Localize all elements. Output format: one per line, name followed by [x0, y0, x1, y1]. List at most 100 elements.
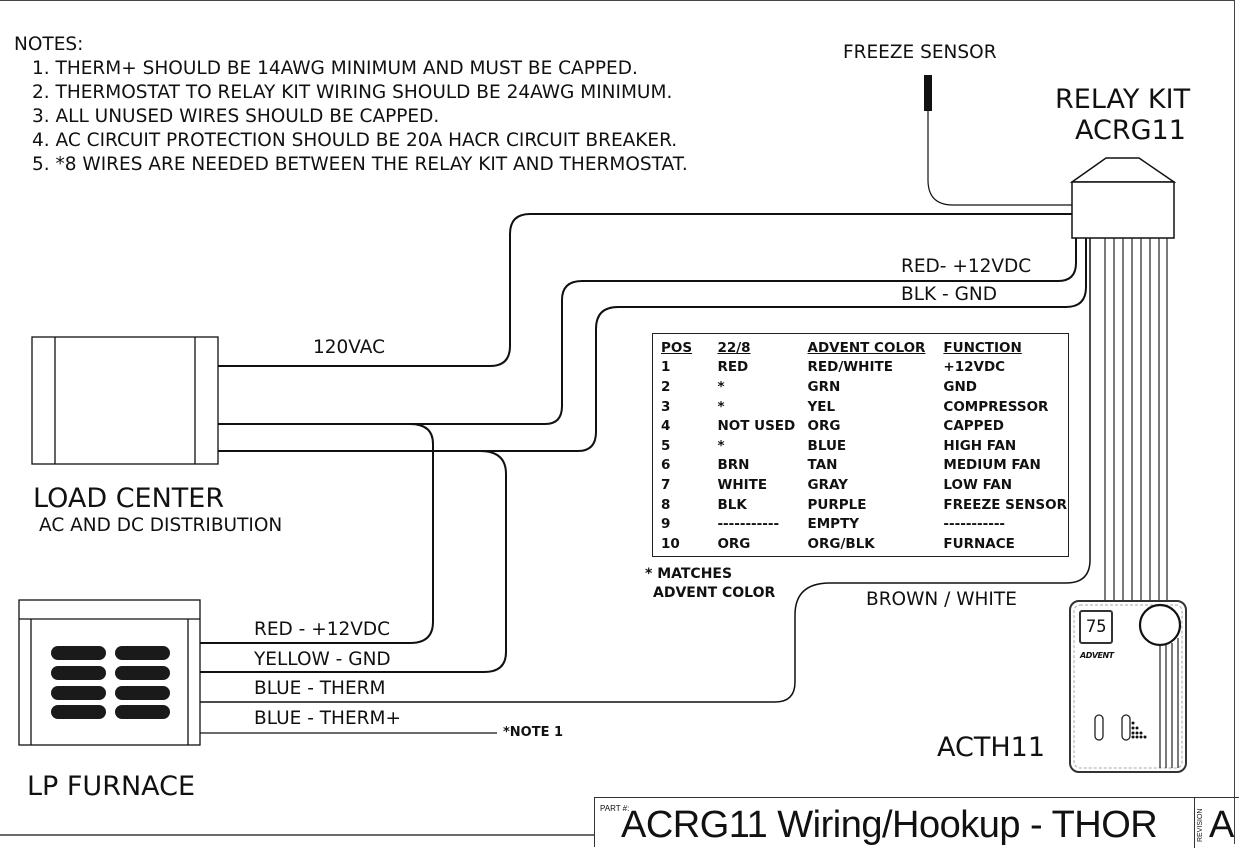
thermostat-acth11: [1069, 600, 1187, 773]
revision-value: A: [1209, 804, 1235, 846]
note-item: 5. *8 WIRES ARE NEEDED BETWEEN THE RELAY…: [32, 154, 688, 175]
cell: MEDIUM FAN: [943, 457, 1041, 474]
cell: FREEZE SENSOR: [943, 496, 1068, 513]
note-item: 1. THERM+ SHOULD BE 14AWG MINIMUM AND MU…: [32, 58, 638, 79]
mode-switch: [1094, 714, 1104, 741]
notes-header: NOTES:: [14, 34, 84, 55]
load-center-label: LOAD CENTER: [33, 483, 225, 514]
table-row: 10 ORG ORG/BLK FURNACE: [661, 534, 1068, 554]
wire-furnace-red: [200, 423, 434, 644]
table-footnote: * MATCHES ADVENT COLOR: [645, 565, 775, 603]
thermostat-display-value: 75: [1086, 617, 1107, 637]
cell: *: [717, 437, 725, 454]
fan-switch: [1121, 714, 1131, 741]
cell: WHITE: [717, 476, 768, 493]
table-row: 1 RED RED/WHITE +12VDC: [661, 358, 1068, 378]
revision-divider: [1194, 798, 1195, 848]
cell: CAPPED: [943, 418, 1004, 435]
cell: +12VDC: [943, 359, 1006, 376]
cell: -----------: [717, 516, 780, 533]
cell: NOT USED: [717, 418, 796, 435]
title-block: PART #: ACRG11 Wiring/Hookup - THOR REVI…: [594, 797, 1239, 848]
cell: RED/WHITE: [807, 359, 893, 376]
cell: GRN: [807, 378, 841, 395]
cell: *: [717, 378, 725, 395]
cell: BLUE: [807, 437, 847, 454]
wire-label-furnace-yellow: YELLOW - GND: [254, 649, 391, 670]
wire-120vac: [218, 213, 1074, 367]
cell: LOW FAN: [943, 476, 1013, 493]
relay-ribbon-wires: [1104, 238, 1168, 600]
wire-relay-blk: [218, 238, 1087, 452]
table-footnote-line1: * MATCHES: [645, 566, 733, 582]
note-item: 4. AC CIRCUIT PROTECTION SHOULD BE 20A H…: [32, 130, 678, 151]
cell: 1: [661, 359, 671, 376]
table-row: 2 * GRN GND: [661, 377, 1068, 397]
cell: -----------: [943, 516, 1006, 533]
header-22-8: 22/8: [717, 339, 751, 356]
cell: 9: [661, 516, 671, 533]
cell: EMPTY: [807, 516, 860, 533]
cell: PURPLE: [807, 496, 867, 513]
freeze-sensor-probe: [924, 75, 932, 111]
lp-furnace-label: LP FURNACE: [27, 771, 196, 802]
thermostat-label: ACTH11: [937, 732, 1045, 763]
cell: ORG: [717, 535, 751, 552]
table-row: 8 BLK PURPLE FREEZE SENSOR: [661, 495, 1068, 515]
cell: HIGH FAN: [943, 437, 1017, 454]
part-number-label: PART #:: [600, 804, 630, 813]
cell: YEL: [807, 398, 836, 415]
wire-label-brown-white: BROWN / WHITE: [866, 589, 1017, 610]
table-footnote-line2: ADVENT COLOR: [653, 585, 776, 601]
wire-color-table: POS 22/8 ADVENT COLOR FUNCTION 1 RED RED/W…: [652, 333, 1069, 557]
load-center-sublabel: AC AND DC DISTRIBUTION: [39, 515, 283, 536]
wire-blue-therm: [200, 238, 1091, 703]
wire-relay-red: [218, 238, 1077, 425]
note-item: 3. ALL UNUSED WIRES SHOULD BE CAPPED.: [32, 106, 440, 127]
wire-freeze-sensor: [927, 110, 1074, 206]
cell: 5: [661, 437, 671, 454]
thermostat-brand: ADVENT: [1080, 651, 1114, 660]
cell: 2: [661, 378, 671, 395]
relay-kit-body: [1069, 157, 1177, 239]
wire-label-blue-therm: BLUE - THERM: [254, 678, 386, 699]
cell: RED: [717, 359, 749, 376]
table-header-row: POS 22/8 ADVENT COLOR FUNCTION: [661, 338, 1068, 358]
furnace-vents: [51, 646, 170, 719]
cell: 4: [661, 418, 671, 435]
drawing-title: ACRG11 Wiring/Hookup - THOR: [621, 804, 1158, 846]
wire-label-blue-therm-plus: BLUE - THERM+: [254, 708, 401, 729]
cell: GND: [943, 378, 977, 395]
header-advent-color: ADVENT COLOR: [807, 339, 926, 356]
header-pos: POS: [661, 339, 693, 356]
table-row: 3 * YEL COMPRESSOR: [661, 397, 1068, 417]
cell: 3: [661, 398, 671, 415]
cell: COMPRESSOR: [943, 398, 1049, 415]
table-row: 9 ----------- EMPTY -----------: [661, 514, 1068, 534]
cell: 10: [661, 535, 680, 552]
cell: 6: [661, 457, 671, 474]
cell: FURNACE: [943, 535, 1015, 552]
freeze-sensor-label: FREEZE SENSOR: [843, 42, 997, 63]
revision-label: REVISION: [1197, 808, 1204, 842]
cell: BLK: [717, 496, 747, 513]
table-row: 5 * BLUE HIGH FAN: [661, 436, 1068, 456]
cell: ORG/BLK: [807, 535, 875, 552]
load-center-box: [31, 336, 219, 465]
wire-label-relay-blk: BLK - GND: [901, 284, 997, 305]
cell: *: [717, 398, 725, 415]
wire-label-furnace-red: RED - +12VDC: [254, 619, 391, 640]
relay-kit-model-label: ACRG11: [1075, 115, 1186, 146]
notes-block: NOTES: 1. THERM+ SHOULD BE 14AWG MINIMUM…: [14, 33, 688, 177]
header-function: FUNCTION: [943, 339, 1022, 356]
lp-furnace-box: [18, 599, 201, 746]
cell: 7: [661, 476, 671, 493]
wire-furnace-yellow: [200, 450, 507, 673]
cell: 8: [661, 496, 671, 513]
wire-label-120vac: 120VAC: [313, 337, 386, 358]
thermostat-dial: [1138, 603, 1182, 647]
wire-label-relay-red: RED- +12VDC: [901, 256, 1032, 277]
